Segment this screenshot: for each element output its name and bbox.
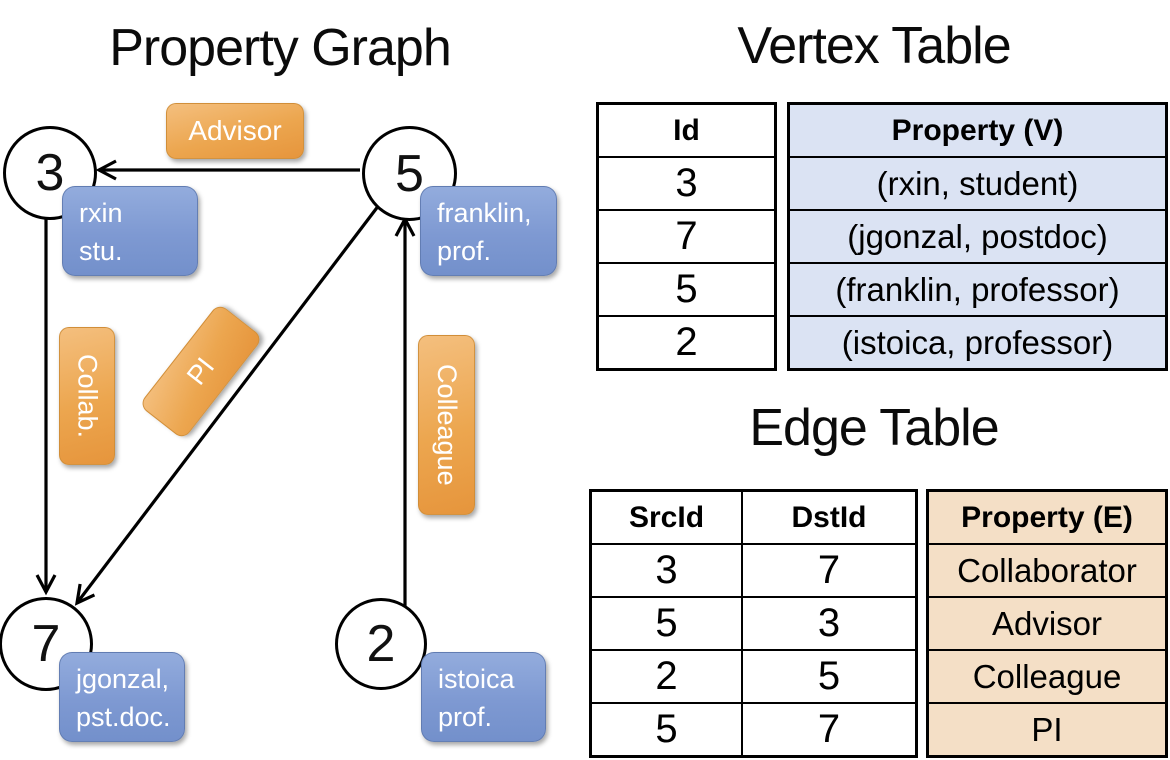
collab-text: Collab.: [72, 353, 103, 439]
vertex-label-jgonzal: jgonzal, pst.doc.: [59, 652, 185, 742]
edge-label-collab: Collab.: [59, 327, 115, 465]
edge-col-header-srcid: SrcId: [628, 500, 705, 534]
vertex-row-id: 5: [599, 262, 774, 315]
node-5-id: 5: [395, 144, 424, 203]
property-graph-title: Property Graph: [109, 19, 452, 77]
vertex-label-rxin: rxin stu.: [62, 186, 198, 276]
jgonzal-line2: pst.doc.: [76, 702, 171, 732]
vertex-row-property: (rxin, student): [790, 156, 1165, 209]
colleague-text: Colleague: [432, 364, 462, 486]
vertex-row-property: (franklin, professor): [790, 262, 1165, 315]
edge-col-header-property: Property (E): [961, 500, 1133, 534]
jgonzal-line1: jgonzal,: [76, 664, 170, 694]
node-5: 5: [362, 126, 457, 221]
istoica-line2: prof.: [438, 702, 493, 732]
franklin-line2: prof.: [437, 236, 492, 266]
edge-table-id-columns: SrcId DstId 3 7 5 3 2 5 5 7: [589, 489, 918, 758]
vertex-table-property-column: Property (V) (rxin, student) (jgonzal, p…: [787, 102, 1168, 371]
edge-row-src: 3: [655, 548, 678, 592]
edge-row-property: Colleague: [929, 649, 1165, 702]
edge-table-row: 5 3: [592, 596, 915, 649]
edge-table-property-column: Property (E) Collaborator Advisor Collea…: [926, 489, 1168, 758]
vertex-table-id-column: Id 3 7 5 2: [596, 102, 777, 371]
edge-label-colleague: Colleague: [418, 335, 475, 515]
edge-row-src: 5: [655, 601, 678, 645]
edge-row-src: 5: [655, 707, 678, 751]
edge-table: SrcId DstId 3 7 5 3 2 5 5 7 Property (E)…: [589, 489, 1168, 758]
node-3-id: 3: [35, 144, 65, 202]
edge-row-src: 2: [655, 654, 678, 698]
rxin-line2: stu.: [79, 236, 123, 266]
advisor-text: Advisor: [188, 115, 282, 146]
vertex-col-header-id: Id: [673, 113, 700, 147]
istoica-line1: istoica: [438, 664, 515, 694]
vertex-table-title: Vertex Table: [737, 17, 1011, 75]
edge-row-dst: 7: [741, 545, 915, 596]
edge-table-row: 5 7: [592, 702, 915, 755]
vertex-label-franklin: franklin, prof.: [420, 186, 557, 276]
edge-table-row: 2 5: [592, 649, 915, 702]
vertex-row-id: 3: [599, 156, 774, 209]
vertex-row-id: 7: [599, 209, 774, 262]
edge-row-property: Advisor: [929, 596, 1165, 649]
vertex-col-header-property: Property (V): [891, 113, 1064, 147]
edge-table-row: 3 7: [592, 543, 915, 596]
edge-header-row: SrcId DstId: [592, 492, 915, 543]
rxin-line1: rxin: [79, 198, 123, 228]
edge-5-to-7: [74, 204, 381, 606]
edge-row-dst: 5: [741, 651, 915, 702]
node-2-id: 2: [366, 615, 396, 673]
edge-row-dst: 7: [741, 704, 915, 755]
edge-table-title: Edge Table: [749, 399, 999, 457]
node-7-id: 7: [31, 615, 61, 673]
edge-label-advisor: Advisor: [166, 103, 304, 159]
vertex-row-property: (jgonzal, postdoc): [790, 209, 1165, 262]
edge-row-property: PI: [929, 702, 1165, 755]
pi-text: PI: [180, 351, 221, 391]
franklin-line1: franklin,: [437, 198, 532, 228]
edge-row-dst: 3: [741, 598, 915, 649]
vertex-table: Id 3 7 5 2 Property (V) (rxin, student) …: [596, 102, 1168, 371]
vertex-row-id: 2: [599, 315, 774, 368]
edge-col-header-dstid: DstId: [741, 492, 915, 543]
vertex-row-property: (istoica, professor): [790, 315, 1165, 368]
vertex-label-istoica: istoica prof.: [421, 652, 546, 742]
edge-row-property: Collaborator: [929, 543, 1165, 596]
node-2: 2: [335, 598, 427, 690]
graph-edges-layer: [35, 159, 416, 606]
